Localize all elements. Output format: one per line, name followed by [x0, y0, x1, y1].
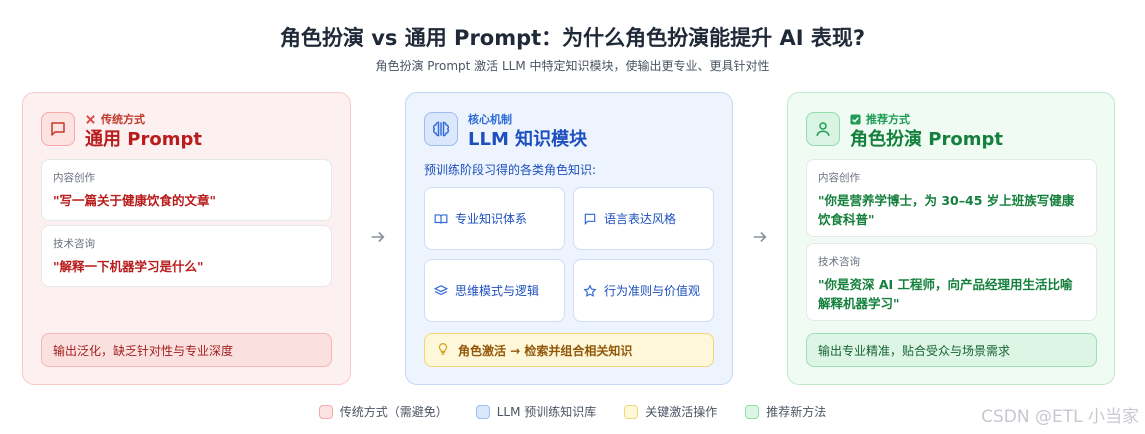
legend-label: 关键激活操作 [645, 405, 718, 419]
watermark: CSDN @ETL 小当家 [981, 407, 1139, 427]
llm-knowledge-panel: 核心机制 LLM 知识模块 预训练阶段习得的各类角色知识: 专业知识体系 语言表… [405, 92, 733, 385]
example-category: 技术咨询 [53, 238, 95, 250]
example-text: "你是资深 AI 工程师，向产品经理用生活比喻解释机器学习" [818, 277, 1073, 312]
module-label: 行为准则与价值观 [604, 284, 701, 298]
legend-swatch [624, 404, 639, 419]
user-icon [806, 112, 840, 146]
legend-label: LLM 预训练知识库 [496, 405, 597, 419]
legend-swatch [745, 404, 760, 419]
module-label: 语言表达风格 [604, 212, 677, 226]
example-card: 内容创作 "你是营养学博士，为 30–45 岁上班族写健康饮食科普" [806, 159, 1097, 237]
legend: 传统方式（需避免） LLM 预训练知识库 关键激活操作 推荐新方法 [0, 403, 1145, 420]
example-text: "解释一下机器学习是什么" [53, 259, 204, 274]
result-note: 输出泛化，缺乏针对性与专业深度 [41, 333, 332, 367]
example-category: 内容创作 [53, 172, 95, 184]
module-label: 思维模式与逻辑 [455, 284, 540, 298]
example-text: "你是营养学博士，为 30–45 岁上班族写健康饮食科普" [818, 193, 1075, 228]
module-label: 专业知识体系 [455, 212, 528, 226]
example-category: 内容创作 [818, 172, 860, 184]
activation-text: 角色激活 → 检索并组合相关知识 [458, 343, 633, 358]
close-icon [86, 114, 95, 124]
activation-note: 角色激活 → 检索并组合相关知识 [424, 333, 714, 367]
legend-item: 推荐新方法 [745, 403, 826, 420]
tag-label: 传统方式 [101, 113, 145, 126]
page-subtitle: 角色扮演 Prompt 激活 LLM 中特定知识模块，使输出更专业、更具针对性 [375, 59, 770, 73]
message-icon [582, 211, 598, 227]
traditional-tag: 传统方式 [85, 111, 145, 127]
tag-label: 推荐方式 [866, 113, 910, 126]
knowledge-module: 行为准则与价值观 [573, 259, 714, 322]
knowledge-module: 语言表达风格 [573, 187, 714, 250]
panel-title: 角色扮演 Prompt [850, 129, 1003, 150]
legend-item: LLM 预训练知识库 [475, 403, 597, 420]
star-icon [582, 283, 598, 299]
modules-intro: 预训练阶段习得的各类角色知识: [424, 163, 597, 177]
example-text: "写一篇关于健康饮食的文章" [53, 193, 217, 208]
book-icon [433, 211, 449, 227]
chat-bubble-icon [41, 112, 75, 146]
arrow-right-icon [367, 226, 389, 248]
checkbox-icon [850, 113, 861, 125]
brain-icon [424, 112, 458, 146]
example-category: 技术咨询 [818, 256, 860, 268]
knowledge-module: 思维模式与逻辑 [424, 259, 565, 322]
role-play-prompt-panel: 推荐方式 角色扮演 Prompt 内容创作 "你是营养学博士，为 30–45 岁… [787, 92, 1115, 385]
example-card: 技术咨询 "解释一下机器学习是什么" [41, 225, 332, 288]
page-title: 角色扮演 vs 通用 Prompt：为什么角色扮演能提升 AI 表现? [279, 26, 866, 50]
knowledge-module: 专业知识体系 [424, 187, 565, 250]
core-mechanism-tag: 核心机制 [468, 111, 512, 127]
example-card: 技术咨询 "你是资深 AI 工程师，向产品经理用生活比喻解释机器学习" [806, 243, 1097, 321]
legend-item: 传统方式（需避免） [318, 403, 448, 420]
lightbulb-icon [436, 342, 450, 359]
panel-title: LLM 知识模块 [468, 129, 588, 150]
arrow-right-icon [749, 226, 771, 248]
legend-label: 传统方式（需避免） [339, 405, 448, 419]
result-note: 输出专业精准，贴合受众与场景需求 [806, 333, 1097, 367]
panel-title: 通用 Prompt [85, 129, 202, 150]
recommended-tag: 推荐方式 [850, 111, 910, 127]
tag-label: 核心机制 [468, 113, 512, 126]
example-card: 内容创作 "写一篇关于健康饮食的文章" [41, 159, 332, 222]
general-prompt-panel: 传统方式 通用 Prompt 内容创作 "写一篇关于健康饮食的文章" 技术咨询 … [22, 92, 351, 385]
legend-item: 关键激活操作 [624, 403, 717, 420]
legend-label: 推荐新方法 [766, 405, 827, 419]
legend-swatch [475, 404, 490, 419]
layers-icon [433, 283, 449, 299]
legend-swatch [318, 404, 333, 419]
